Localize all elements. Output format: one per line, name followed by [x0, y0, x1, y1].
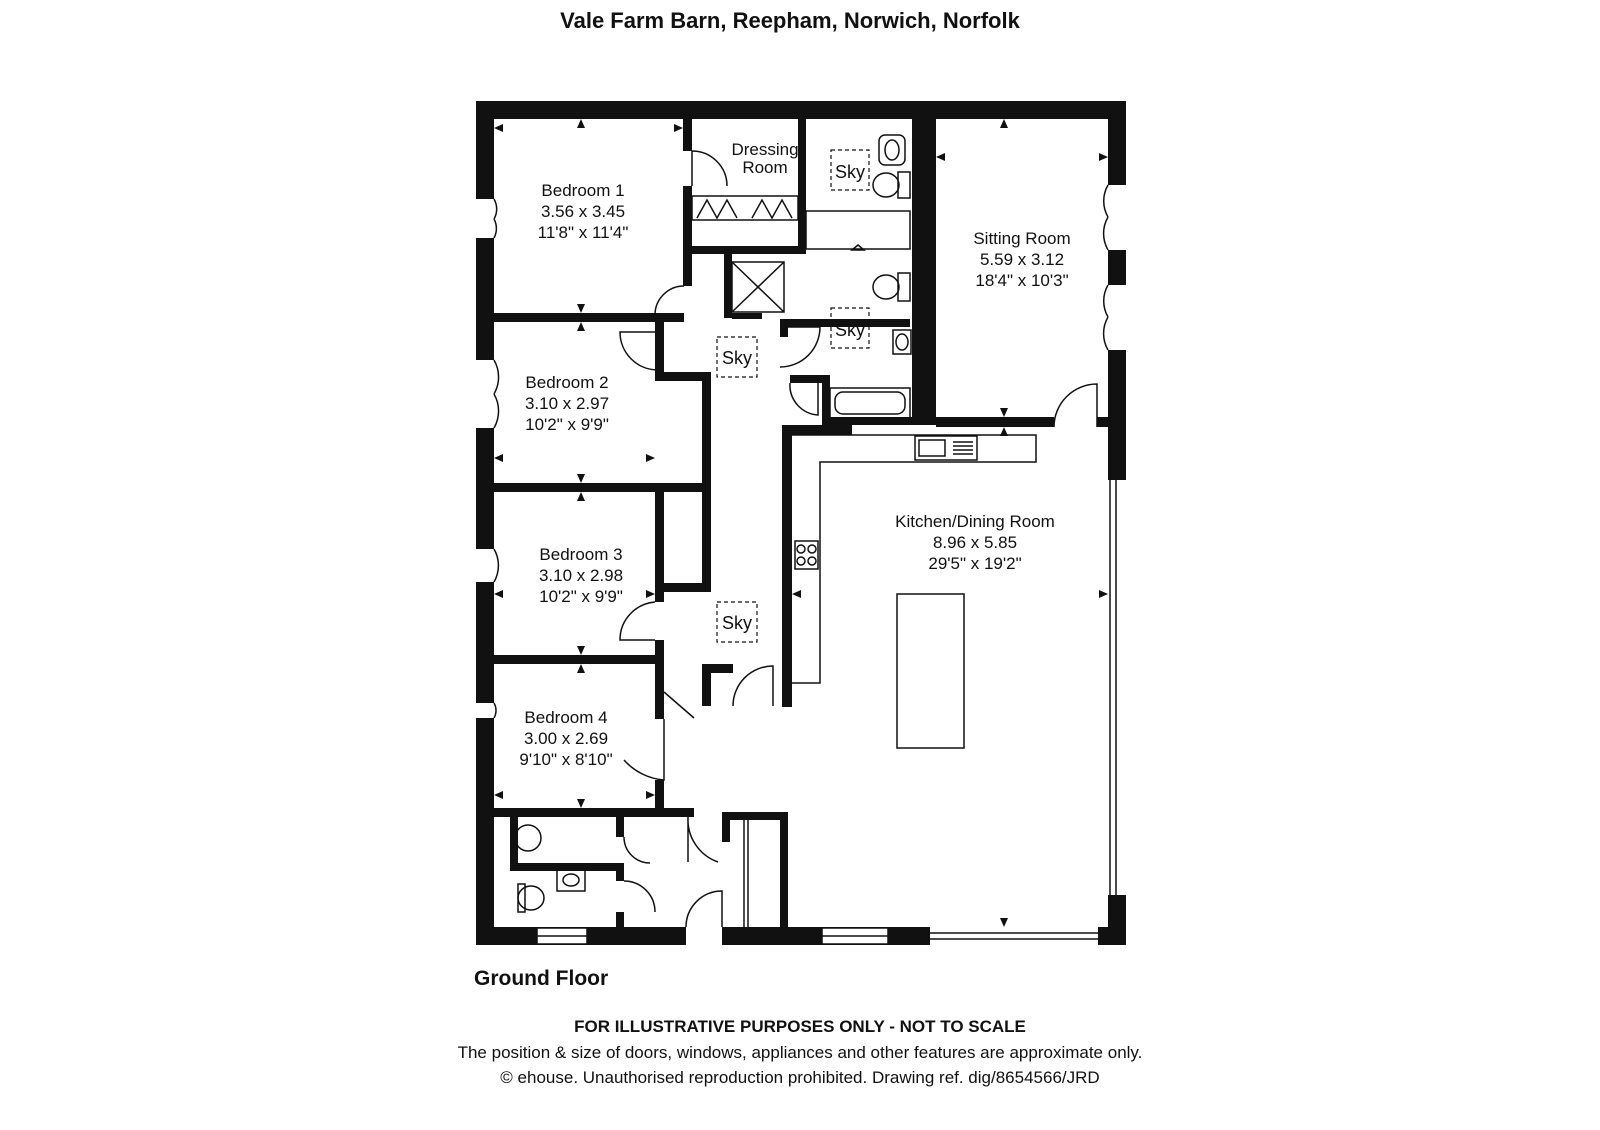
room-imperial-bedroom-4: 9'10" x 8'10" — [519, 750, 612, 769]
room-metric-bedroom-4: 3.00 x 2.69 — [524, 729, 608, 748]
glazed-wall — [930, 480, 1117, 940]
disclaimer-text: The position & size of doors, windows, a… — [457, 1043, 1143, 1062]
floor-label: Ground Floor — [474, 967, 609, 990]
fixtures — [514, 134, 1037, 913]
room-name-bedroom-2: Bedroom 2 — [525, 373, 608, 392]
skylight-label: Sky — [835, 320, 865, 340]
room-labels: Bedroom 1 3.56 x 3.45 11'8" x 11'4" Bedr… — [519, 140, 1070, 769]
disclaimer-heading: FOR ILLUSTRATIVE PURPOSES ONLY - NOT TO … — [574, 1017, 1026, 1036]
room-imperial-sitting-room: 18'4" x 10'3" — [975, 271, 1068, 290]
windows — [536, 927, 889, 945]
room-metric-kitchen-dining: 8.96 x 5.85 — [933, 533, 1017, 552]
plan-title: Vale Farm Barn, Reepham, Norwich, Norfol… — [560, 8, 1020, 33]
skylights — [716, 149, 870, 643]
room-name-bedroom-3: Bedroom 3 — [539, 545, 622, 564]
dimension-arrows — [494, 119, 1108, 927]
room-metric-sitting-room: 5.59 x 3.12 — [980, 250, 1064, 269]
skylight-label: Sky — [722, 348, 752, 368]
exterior-walls — [476, 101, 1126, 945]
copyright-text: © ehouse. Unauthorised reproduction proh… — [500, 1068, 1100, 1087]
doors — [493, 150, 1109, 928]
room-metric-bedroom-2: 3.10 x 2.97 — [525, 394, 609, 413]
room-metric-bedroom-1: 3.56 x 3.45 — [541, 202, 625, 221]
room-name-dressing-room-1: Dressing — [731, 140, 798, 159]
room-name-dressing-room-2: Room — [742, 158, 787, 177]
room-name-sitting-room: Sitting Room — [973, 229, 1070, 248]
room-imperial-bedroom-1: 11'8" x 11'4" — [538, 223, 629, 242]
room-name-bedroom-1: Bedroom 1 — [541, 181, 624, 200]
room-imperial-kitchen-dining: 29'5" x 19'2" — [928, 554, 1021, 573]
interior-walls — [494, 119, 1108, 927]
room-imperial-bedroom-3: 10'2" x 9'9" — [539, 587, 623, 606]
skylight-label: Sky — [722, 613, 752, 633]
room-imperial-bedroom-2: 10'2" x 9'9" — [525, 415, 609, 434]
room-metric-bedroom-3: 3.10 x 2.98 — [539, 566, 623, 585]
room-name-bedroom-4: Bedroom 4 — [524, 708, 607, 727]
room-name-kitchen-dining: Kitchen/Dining Room — [895, 512, 1055, 531]
skylight-label: Sky — [835, 162, 865, 182]
